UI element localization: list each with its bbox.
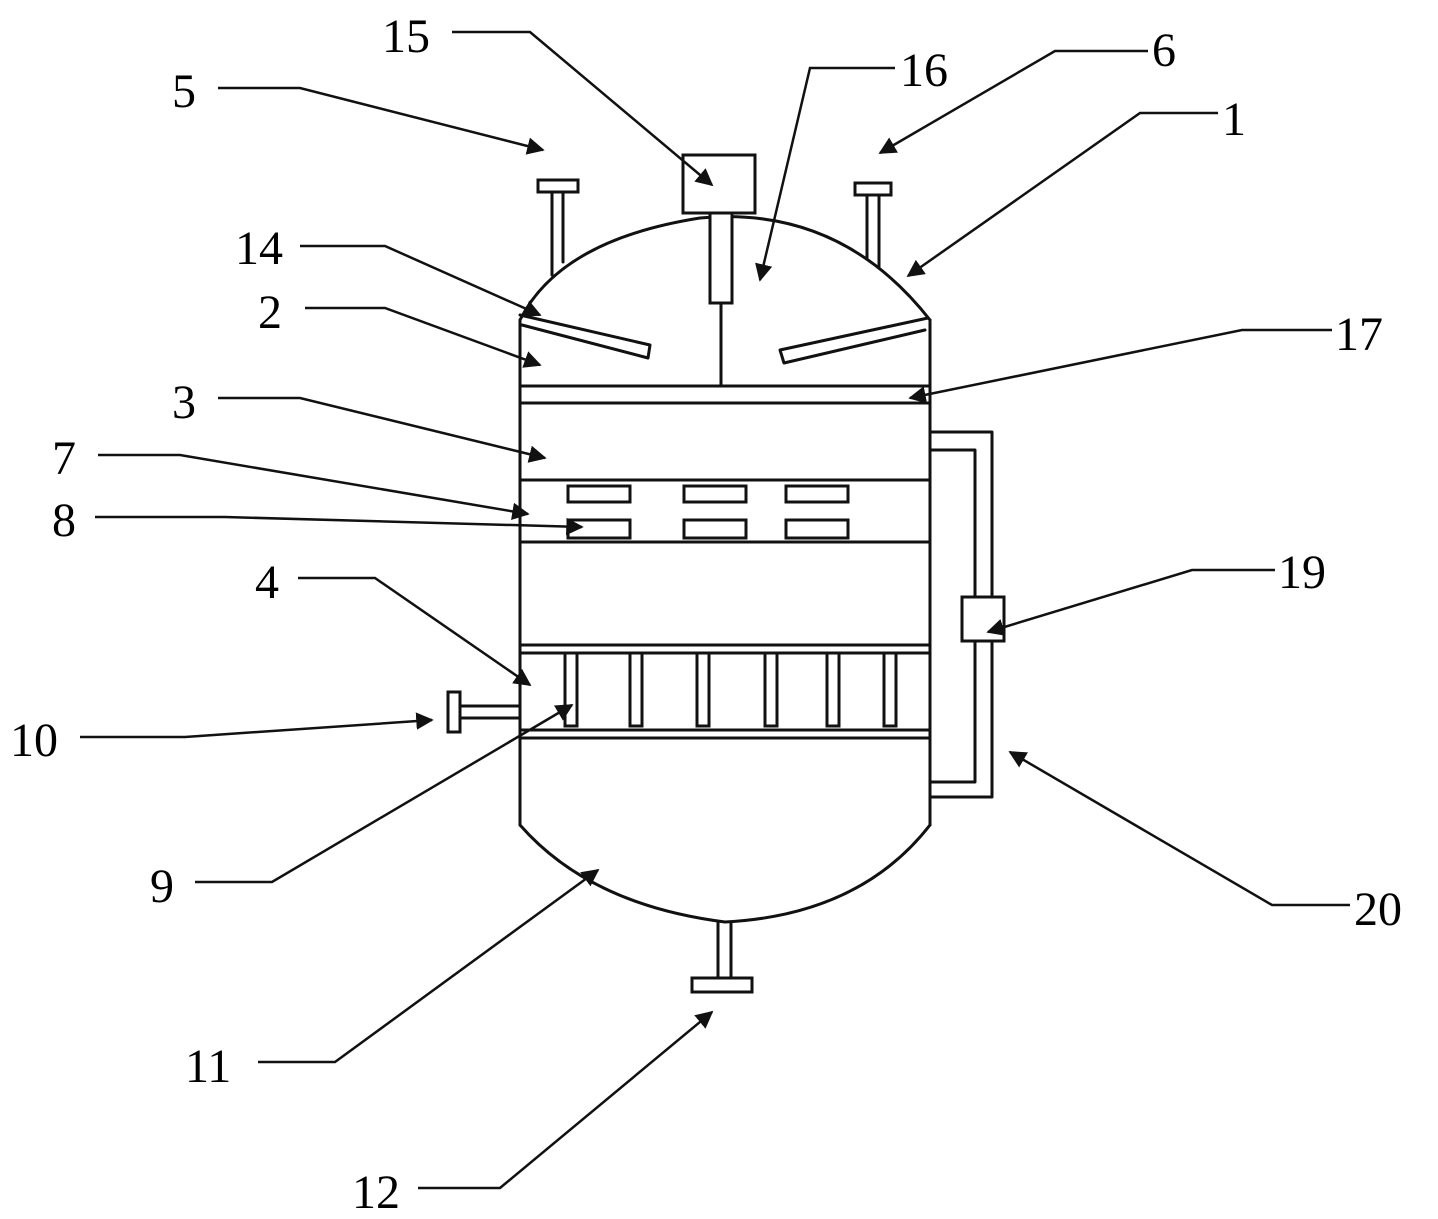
nozzle-left-top [536,178,580,277]
label-17: 17 [1335,308,1383,361]
label-10: 10 [10,714,58,767]
label-15: 15 [382,10,430,63]
label-12: 12 [352,1166,400,1219]
label-11: 11 [185,1040,231,1093]
bottom-outlet [690,920,754,994]
label-8: 8 [52,494,76,547]
bottom-dome [518,823,932,924]
label-7: 7 [52,432,76,485]
filter-layer [518,478,932,544]
label-1: 1 [1222,93,1246,146]
side-nozzle [446,690,522,734]
part-labels: 1 2 3 4 5 6 7 8 9 10 11 12 14 15 16 17 1… [10,10,1402,1219]
motor [681,153,757,215]
vessel-shell [518,215,932,924]
label-9: 9 [150,860,174,913]
pump [960,595,1006,643]
label-5: 5 [172,65,196,118]
label-19: 19 [1278,546,1326,599]
partition-plate [518,384,932,405]
label-4: 4 [255,556,279,609]
top-dome [518,215,932,322]
label-20: 20 [1354,883,1402,936]
stirring-shaft [708,211,734,387]
packing-layer [518,643,932,740]
nozzle-right-top [853,181,893,270]
label-3: 3 [172,376,196,429]
leader-lines [80,30,1350,1190]
spray-pipes [518,313,930,365]
label-16: 16 [900,44,948,97]
circulation-pipe [928,430,1006,799]
label-2: 2 [258,286,282,339]
label-14: 14 [235,222,283,275]
label-6: 6 [1152,24,1176,77]
